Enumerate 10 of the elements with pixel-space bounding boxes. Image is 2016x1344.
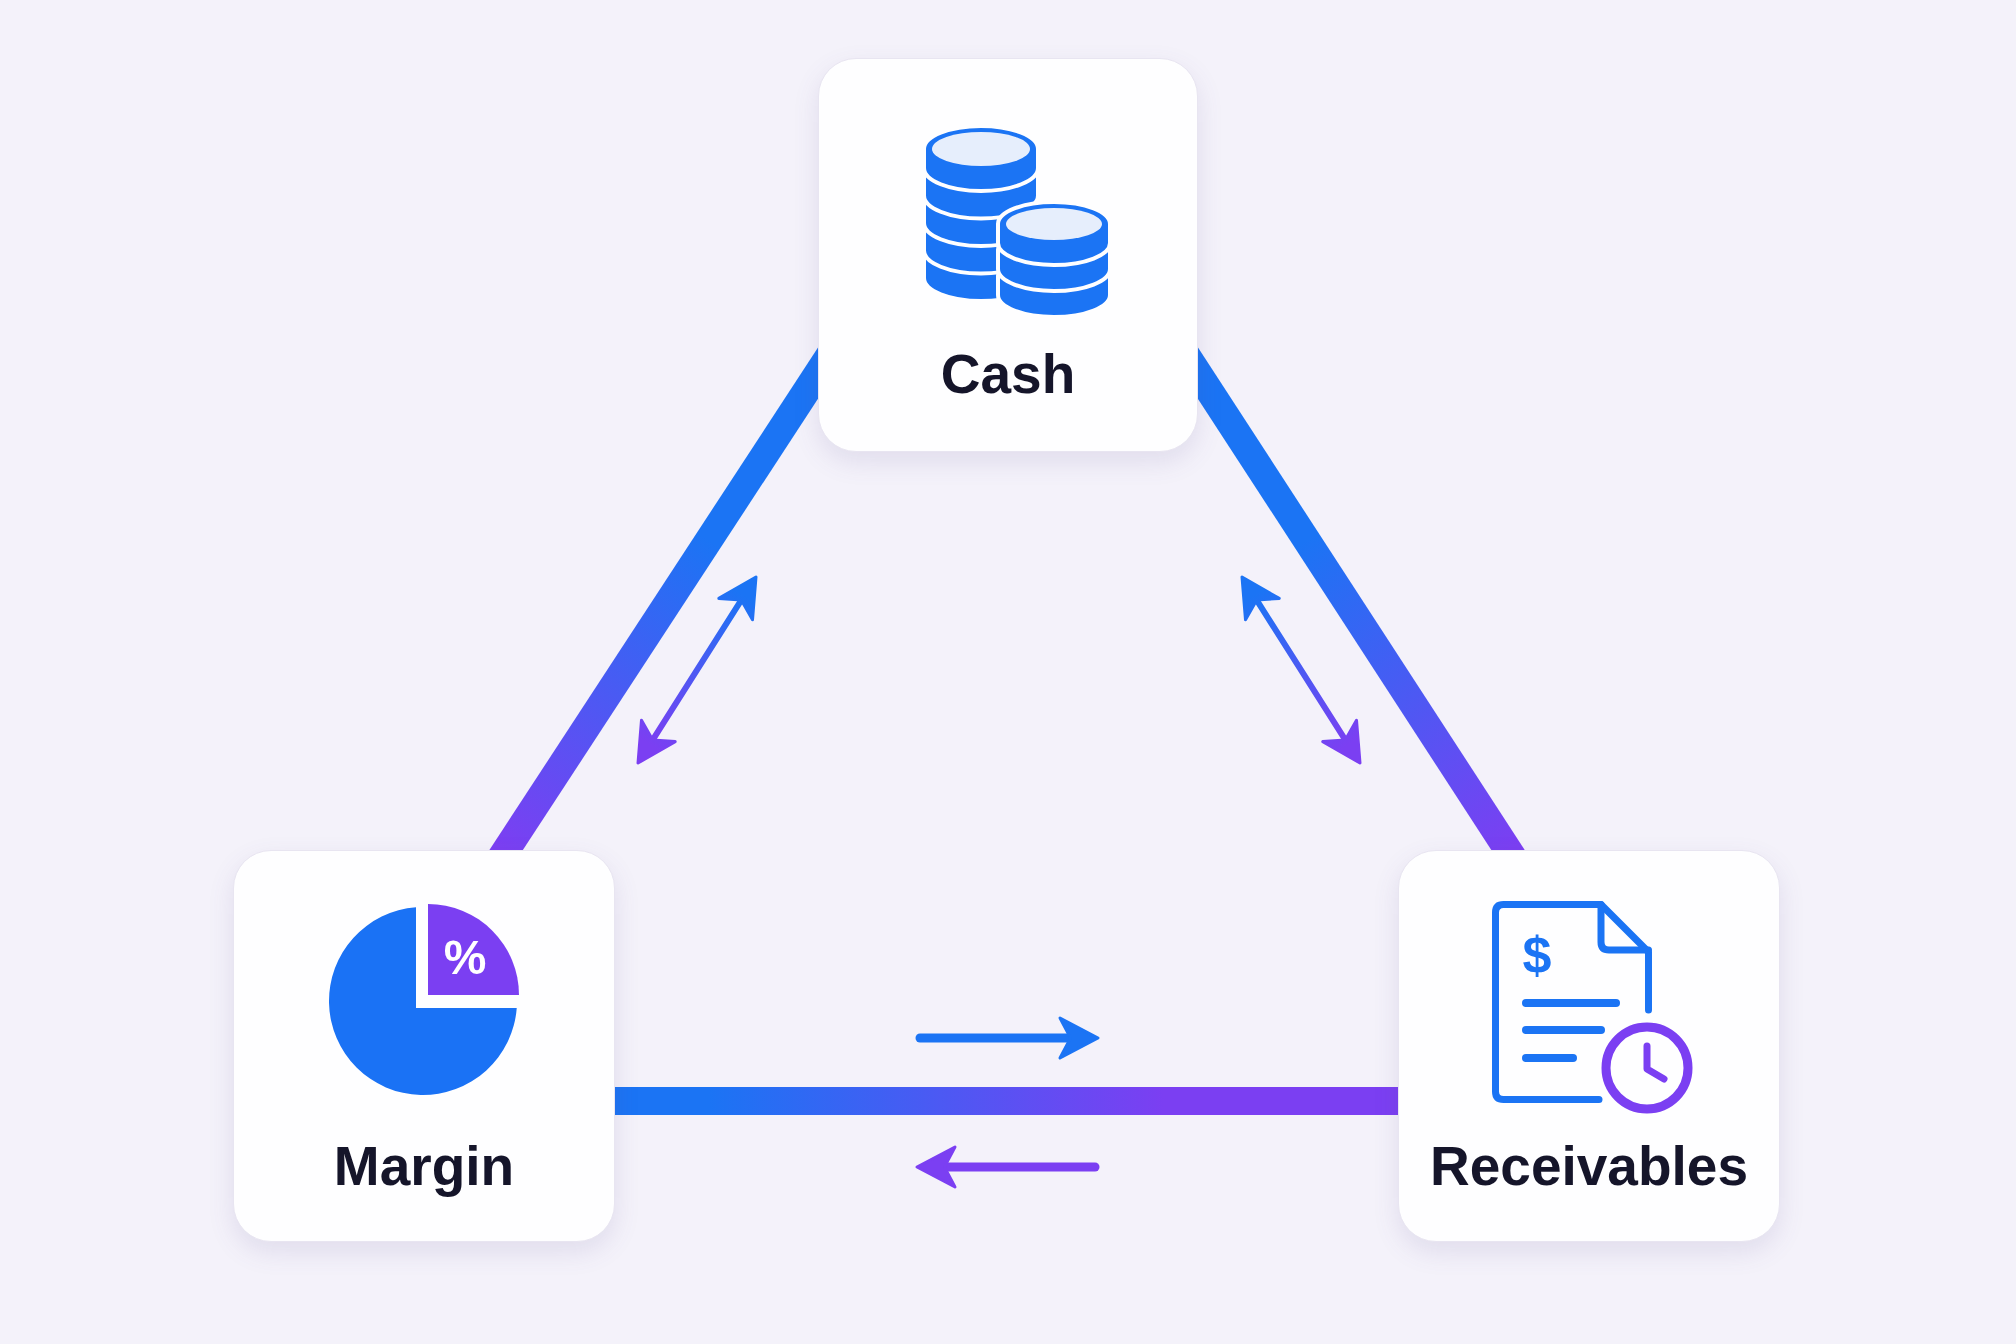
node-card (233, 850, 615, 1242)
node-card (818, 58, 1198, 452)
card-title: Receivables (1430, 1139, 1748, 1194)
connector-band (1198, 347, 1525, 850)
percent-sign: % (443, 934, 487, 982)
node-card (1398, 850, 1780, 1242)
card-title: Cash (940, 347, 1076, 402)
connector-band (489, 347, 818, 850)
dollar-sign: $ (1522, 929, 1552, 981)
connector-band (615, 1086, 1398, 1115)
